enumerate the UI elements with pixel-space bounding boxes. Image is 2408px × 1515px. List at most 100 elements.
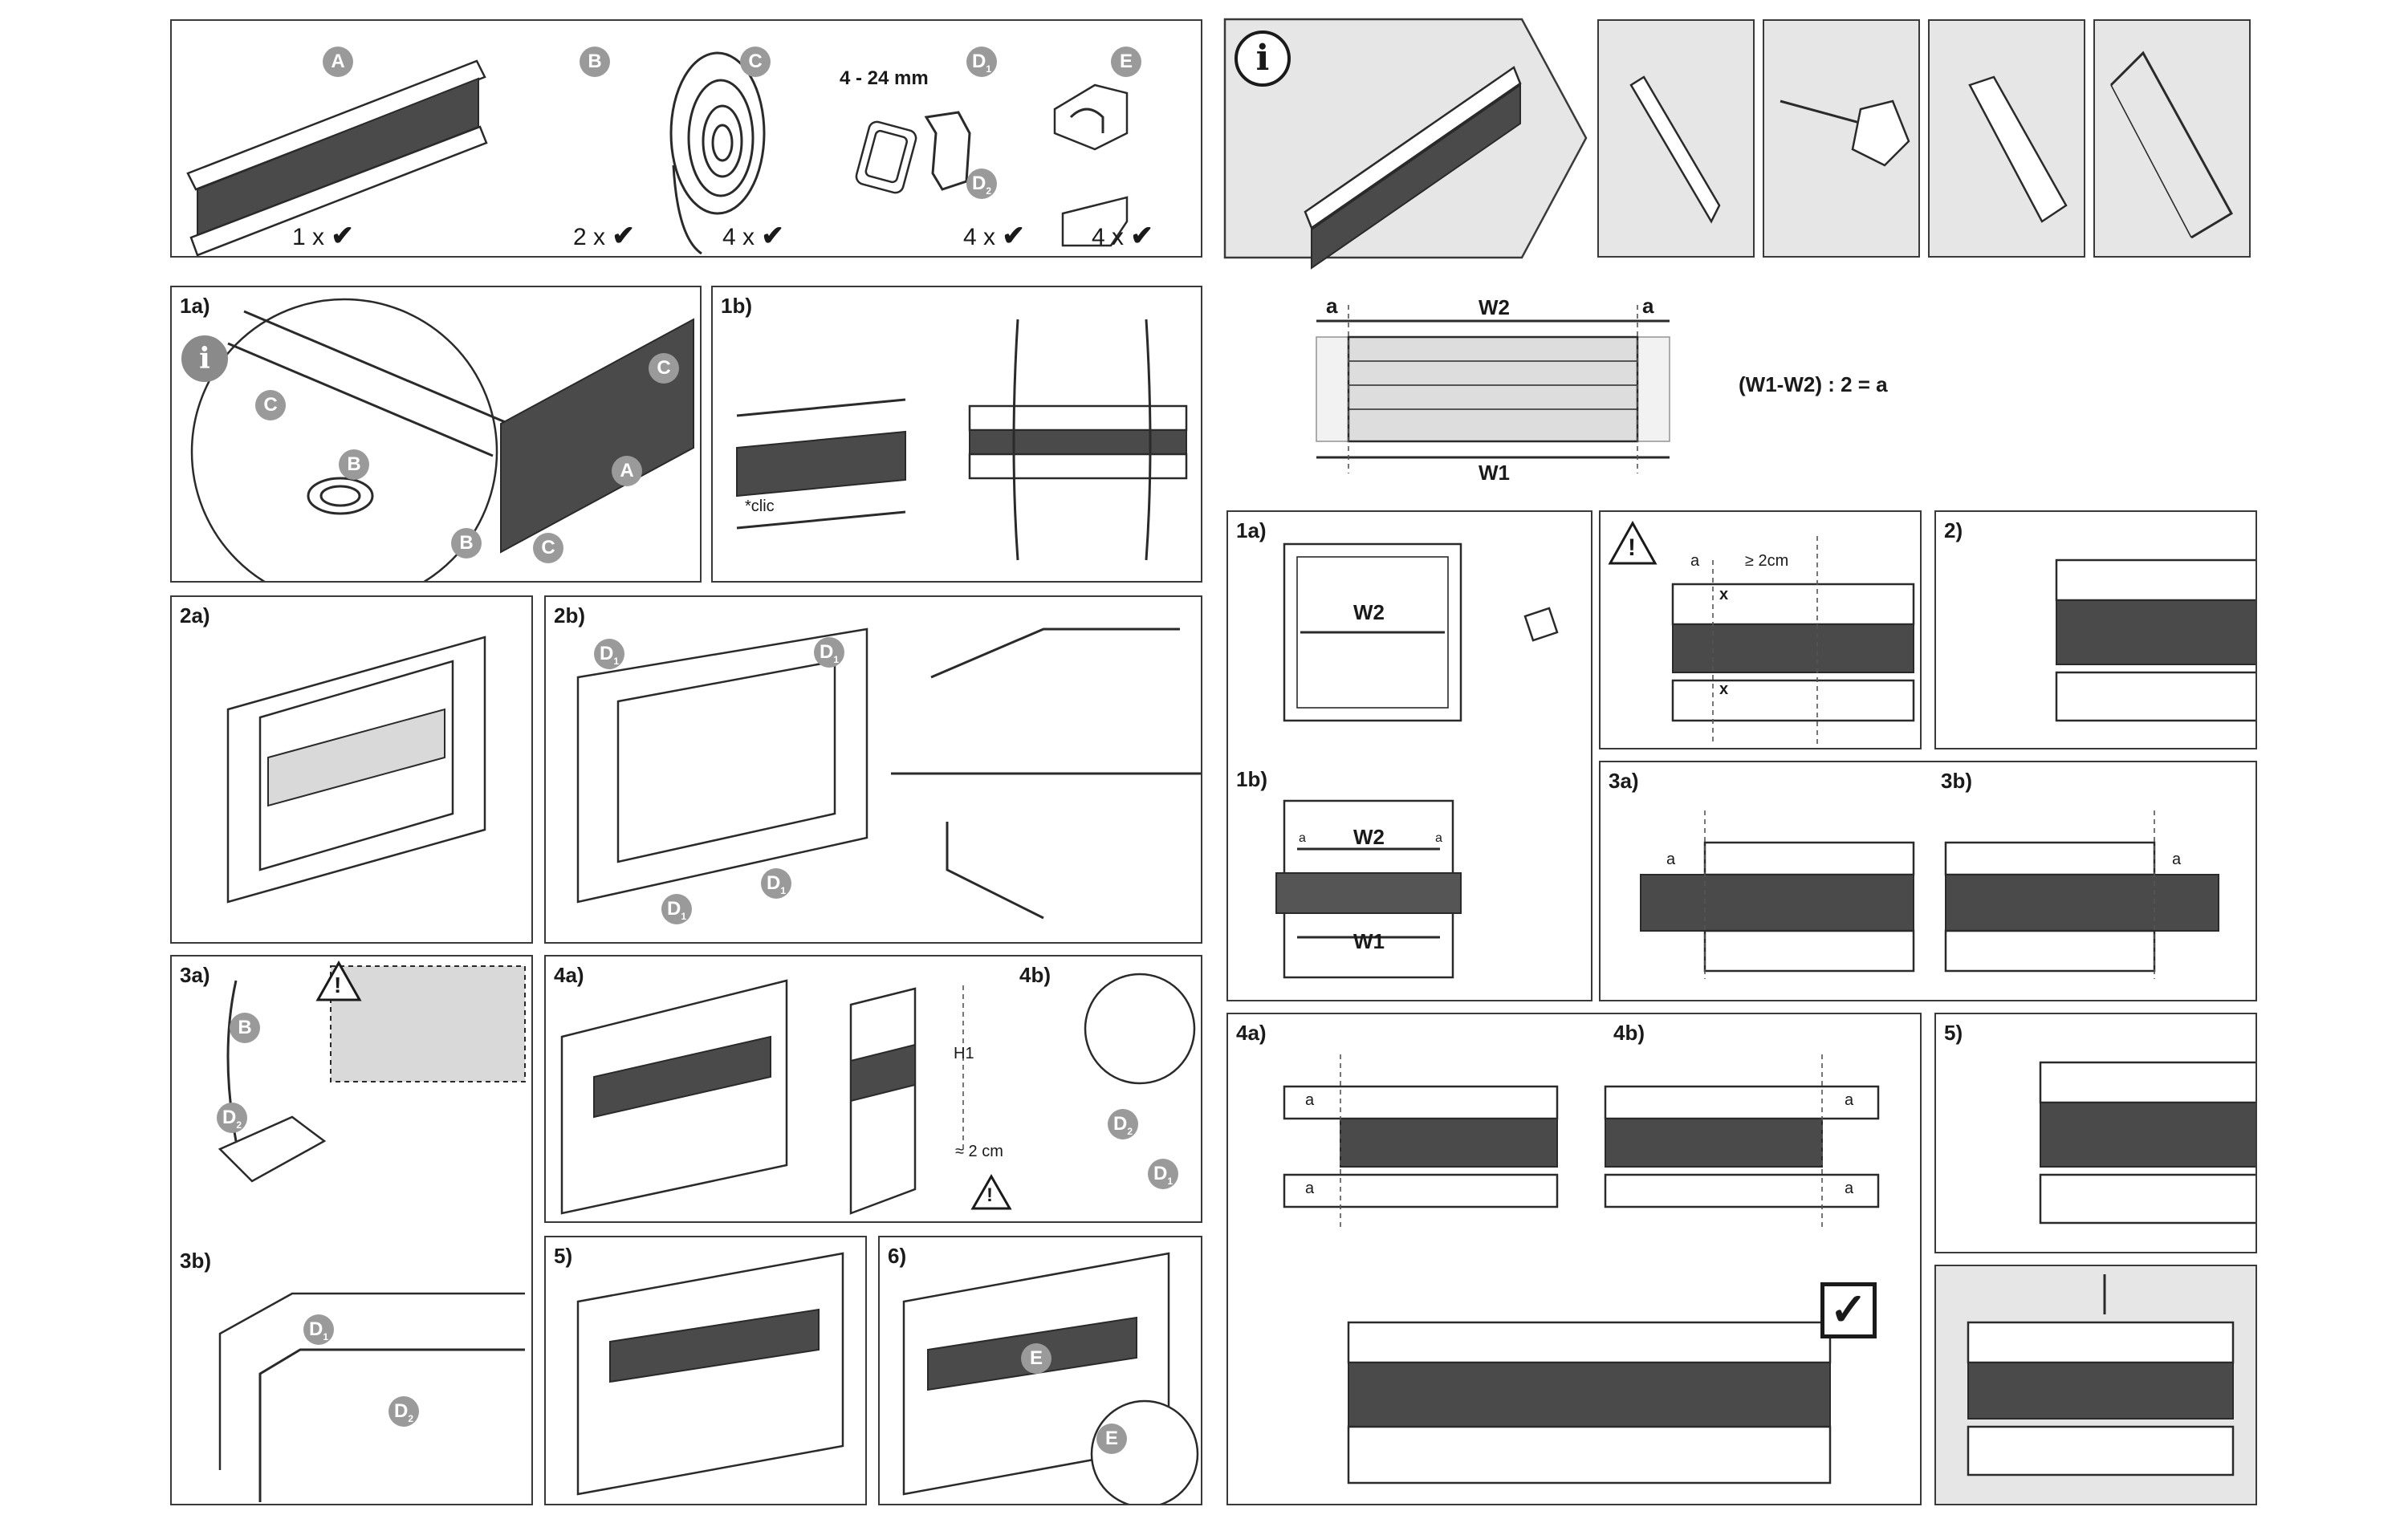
step-2b-panel: 2b) D1 D1 D1 D1: [544, 595, 1202, 944]
step-2b-label: 2b): [554, 603, 585, 628]
badge-d2-4b: D2: [1108, 1109, 1138, 1139]
step-6-label: 6): [888, 1244, 907, 1268]
right-4a-a-bottom: a: [1305, 1180, 1315, 1197]
height-label: H1: [954, 1045, 974, 1062]
right-step-4-panel: 4a) 4b) a a a a ✓: [1226, 1013, 1922, 1505]
right-1b-a-left: a: [1299, 831, 1306, 845]
step-4-drawing: [560, 973, 1196, 1215]
right-4b-a-bottom: a: [1845, 1180, 1854, 1197]
right-step-3b-label: 3b): [1941, 769, 1972, 793]
badge-d1-2b-c-letter: D: [666, 898, 681, 920]
warning-mark-4: !: [986, 1184, 993, 1206]
right-step-1a-label: 1a): [1236, 518, 1267, 542]
right-1b-w1: W1: [1353, 929, 1385, 953]
badge-d1-2b-a: D1: [594, 639, 624, 669]
cut-x-top: x: [1719, 586, 1729, 603]
step-3-drawing: [218, 965, 526, 1502]
right-4a-a-top: a: [1305, 1091, 1315, 1109]
badge-d1-4b-letter: D: [1153, 1163, 1168, 1184]
check-c-icon: ✔: [761, 221, 784, 251]
formula: (W1-W2) : 2 = a: [1739, 372, 1888, 396]
badge-b-1a: B: [339, 449, 369, 480]
right-1a-w2: W2: [1353, 600, 1385, 624]
tool-tape-panel: [1763, 19, 1920, 258]
right-3a-a: a: [1666, 851, 1676, 868]
badge-d1: D1: [966, 47, 997, 77]
tools-header-shape: [1223, 18, 1588, 270]
clamp-range: 4 - 24 mm: [840, 67, 929, 89]
step-2a-label: 2a): [180, 603, 210, 628]
dim-a-right: a: [1642, 294, 1654, 318]
tools-header: i: [1223, 18, 1588, 270]
tape-measure-icon: [1780, 100, 1910, 167]
qty-b: 2 x ✔: [573, 220, 635, 252]
final-install-drawing: [1967, 1274, 2235, 1476]
step-5-left-label: 5): [554, 1244, 573, 1268]
right-step-5-label: 5): [1944, 1021, 1963, 1045]
right-step-4a-label: 4a): [1236, 1021, 1267, 1045]
utility-knife-icon: [1968, 75, 2068, 223]
done-checkbox-icon: ✓: [1820, 1282, 1877, 1338]
badge-d1-2b-d-letter: D: [766, 872, 781, 894]
warning-icon-cut: !: [1608, 520, 1658, 565]
step-4a-label: 4a): [554, 963, 584, 987]
step-1a-label: 1a): [180, 294, 210, 318]
right-step-3-panel: 3a) 3b) a a: [1599, 761, 2257, 1001]
tool-pencil-panel: [1597, 19, 1755, 258]
badge-c-1a-3: C: [533, 533, 563, 563]
qty-a: 1 x ✔: [292, 220, 354, 252]
check-e-icon: ✔: [1130, 221, 1153, 251]
badge-a-1a: A: [612, 456, 642, 486]
step-1b-panel: 1b) *clic: [711, 286, 1202, 583]
badge-d2-letter: D: [971, 173, 986, 194]
step-2a-panel: 2a): [170, 595, 533, 944]
step-5-left-panel: 5): [544, 1236, 867, 1505]
tool-knife-panel: [1928, 19, 2085, 258]
right-step-2-label: 2): [1944, 518, 1963, 542]
measure-diagram: a W2 a W1 (W1-W2) : 2 = a: [1300, 289, 2408, 485]
dim-a-left: a: [1326, 294, 1338, 318]
right-step-4b-label: 4b): [1613, 1021, 1645, 1045]
step-6-panel: 6) E E: [878, 1236, 1202, 1505]
right-step-2-panel: 2): [1934, 510, 2257, 749]
badge-d2-4b-letter: D: [1112, 1113, 1128, 1135]
step-1b-drawing: [736, 319, 1188, 561]
right-1b-w2: W2: [1353, 825, 1385, 849]
qty-d-text: 4 x: [963, 224, 996, 250]
badge-c: C: [740, 47, 771, 77]
right-3b-a: a: [2172, 851, 2182, 868]
badge-d1-3b: D1: [303, 1314, 334, 1345]
step-1a-panel: 1a) i C B C A B C: [170, 286, 702, 583]
badge-d1-2b-a-letter: D: [599, 643, 614, 664]
right-step-1-panel: 1a) 1b) W2 W2 W1 a a: [1226, 510, 1592, 1001]
cut-a-label: a: [1690, 552, 1700, 570]
warning-mark-cut: !: [1628, 534, 1636, 561]
cut-x-bottom: x: [1719, 680, 1729, 698]
right-step-1b-label: 1b): [1236, 767, 1267, 791]
right-step-cut-warning-panel: ! a ≥ 2cm x x: [1599, 510, 1922, 749]
right-step-3-drawing: [1640, 810, 2219, 979]
clearance-label: ≈ 2 cm: [955, 1143, 1003, 1160]
qty-c-text: 4 x: [722, 224, 755, 250]
badge-d1-letter: D: [971, 51, 986, 72]
step-4b-label: 4b): [1019, 963, 1051, 987]
right-step-5-panel: 5): [1934, 1013, 2257, 1253]
warning-mark-3a: !: [334, 973, 342, 997]
info-icon: i: [181, 335, 228, 382]
check-d-icon: ✔: [1002, 221, 1025, 251]
check-a-icon: ✔: [331, 221, 354, 251]
qty-d: 4 x ✔: [963, 220, 1025, 252]
badge-b-3a: B: [230, 1013, 260, 1043]
right-4b-a-top: a: [1845, 1091, 1854, 1109]
badge-a: A: [323, 47, 353, 77]
info-icon-tools: i: [1235, 30, 1291, 87]
step-2a-drawing: [226, 636, 486, 904]
right-step-4-drawing: [1283, 1054, 1880, 1485]
dim-w2: W2: [1479, 295, 1510, 319]
right-step-1-drawing: [1275, 542, 1559, 979]
step-1a-drawing: [190, 298, 694, 581]
step-3b-label: 3b): [180, 1249, 211, 1273]
tool-saw-panel: [2093, 19, 2251, 258]
step-3-panel: 3a) 3b) ! B D2 D1 D2: [170, 955, 533, 1505]
badge-d1-4b: D1: [1148, 1159, 1178, 1189]
